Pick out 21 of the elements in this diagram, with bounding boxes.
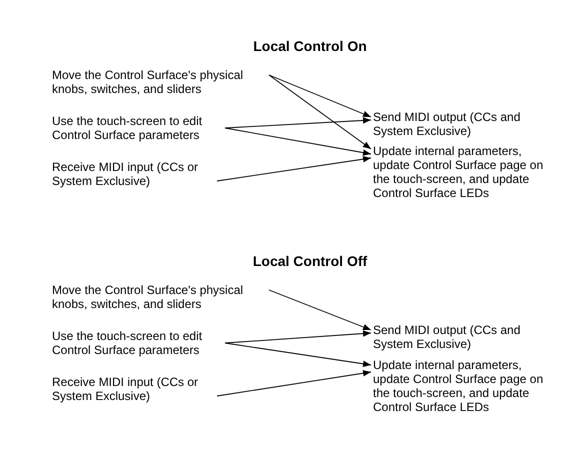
step-text: Receive MIDI input (CCs or System Exclusive) [52,375,214,403]
section-heading: Local Control On [253,37,367,56]
arrow [224,128,372,156]
step-text: Move the Control Surface's physical knobs, switches, and sliders [52,68,266,96]
arrow [224,117,372,128]
step-text: Use the touch-screen to edit Control Surface parameters [52,114,222,142]
arrow [268,290,372,330]
arrow [224,342,372,367]
step-text: Move the Control Surface's physical knobs, switches, and sliders [52,283,266,311]
arrow [216,370,372,396]
step-text: Use the touch-screen to edit Control Surface parameters [52,329,222,357]
arrow [216,156,372,182]
step-text: Send MIDI output (CCs and System Exclusive) [373,110,558,138]
arrow [268,74,372,118]
arrow [224,330,372,344]
step-text: Update internal parameters, update Control Surface page on the touch-screen, and update Control Surface LEDs [373,144,545,200]
step-text: Update internal parameters, update Control Surface page on the touch-screen, and update Control Surface LEDs [373,358,545,414]
step-text: Send MIDI output (CCs and System Exclusive) [373,323,558,351]
section-heading: Local Control Off [252,252,368,271]
step-text: Receive MIDI input (CCs or System Exclusive) [52,160,214,188]
arrow [268,74,372,150]
